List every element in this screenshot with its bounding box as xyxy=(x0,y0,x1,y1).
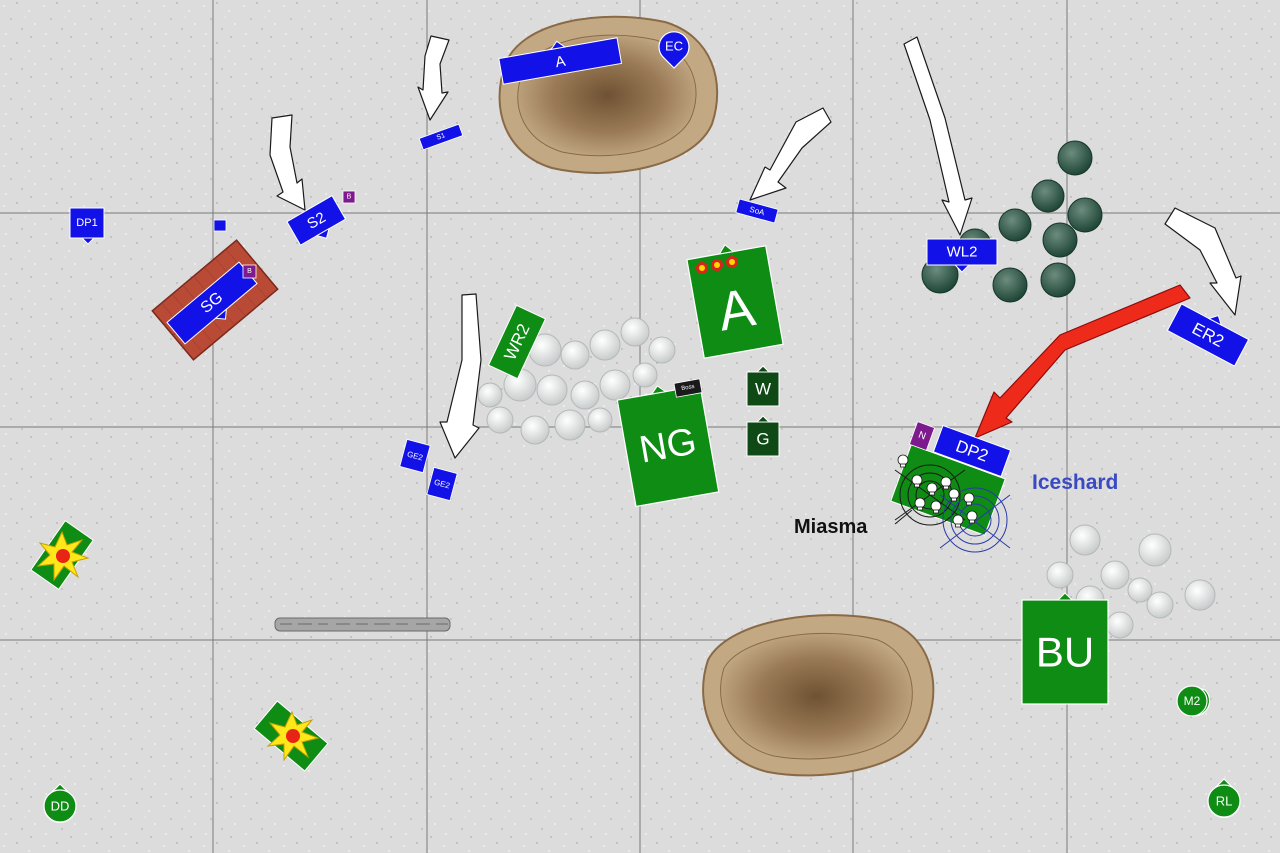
skull-icon xyxy=(914,497,926,511)
move-arrow-er2 xyxy=(1164,207,1242,316)
green-unit-a[interactable]: A xyxy=(686,238,784,359)
skull-icon xyxy=(911,474,923,488)
skull-markers xyxy=(897,454,978,528)
green-unit-dd-label: DD xyxy=(51,799,70,814)
move-arrow-soa xyxy=(749,107,832,201)
blue-unit-ec[interactable]: EC xyxy=(658,31,690,69)
stone-wall xyxy=(274,617,451,632)
blue-unit-dp1[interactable]: DP1 xyxy=(69,207,105,245)
blue-unit-soa-label: SoA xyxy=(749,205,767,218)
blue-unit-er2[interactable]: ER2 xyxy=(1166,298,1251,367)
purple-marker-sg-label: B xyxy=(247,268,252,275)
charge-arrow xyxy=(974,284,1191,439)
green-unit-dd[interactable]: DD xyxy=(43,783,77,824)
green-unit-ng-label: NG xyxy=(636,420,699,471)
purple-marker-sg[interactable]: B xyxy=(242,264,257,279)
purple-marker-s2-label: B xyxy=(347,194,352,201)
green-unit-m2-label: M2 xyxy=(1184,694,1201,708)
green-unit-wr2[interactable]: WR2 xyxy=(487,304,547,380)
skull-icon xyxy=(966,510,978,524)
star-icon xyxy=(711,259,723,271)
move-arrow-wl2 xyxy=(903,36,973,236)
blue-unit-ge2-a[interactable]: GE2 xyxy=(399,438,431,474)
blue-unit-wl2[interactable]: WL2 xyxy=(926,238,998,273)
star-icon xyxy=(726,256,738,268)
blue-unit-s2-label: S2 xyxy=(304,209,328,233)
skull-icon xyxy=(948,488,960,502)
green-unit-w[interactable]: W xyxy=(746,365,780,407)
blue-unit-ge2-b-label: GE2 xyxy=(433,478,451,491)
destroyed-unit-west[interactable] xyxy=(30,519,94,591)
green-unit-rl[interactable]: RL xyxy=(1207,778,1241,819)
skull-icon xyxy=(952,514,964,528)
destroyed-unit-south[interactable] xyxy=(253,700,329,772)
green-unit-g-label: G xyxy=(756,430,769,449)
blue-unit-ge2-b[interactable]: GE2 xyxy=(426,466,458,502)
star-icon xyxy=(696,262,708,274)
blue-unit-ec-label: EC xyxy=(665,39,683,54)
blue-unit-dp1-label: DP1 xyxy=(76,217,97,229)
blue-unit-wl2-label: WL2 xyxy=(947,244,978,261)
move-arrow-s2 xyxy=(269,114,306,211)
hill-south xyxy=(702,614,935,777)
green-unit-w-label: W xyxy=(755,380,771,399)
green-unit-bu[interactable]: BU xyxy=(1021,592,1109,705)
move-arrows xyxy=(269,35,1242,459)
blue-unit-s1[interactable]: S1 xyxy=(418,123,464,151)
skull-icon xyxy=(930,500,942,514)
forest-center xyxy=(477,317,676,445)
green-unit-bu-label: BU xyxy=(1036,629,1094,676)
purple-marker-dp2-label: N xyxy=(917,430,928,443)
green-unit-rl-label: RL xyxy=(1216,794,1233,809)
green-unit-boss[interactable]: Boss xyxy=(673,378,703,398)
blue-unit-soa[interactable]: SoA xyxy=(735,198,779,224)
annotation-miasma: Miasma xyxy=(794,516,868,538)
green-unit-m2[interactable]: M2 xyxy=(1176,685,1211,717)
green-unit-g[interactable]: G xyxy=(746,415,780,457)
blue-unit-s1-label: S1 xyxy=(436,132,447,142)
skull-icon xyxy=(897,454,909,468)
move-arrow-s1 xyxy=(417,35,450,121)
blue-unit-a[interactable]: A xyxy=(498,31,623,85)
wound-markers xyxy=(696,256,738,274)
blue-unit-a-label: A xyxy=(554,53,567,71)
purple-marker-s2[interactable]: B xyxy=(342,190,356,204)
miasma-pointer xyxy=(894,509,913,525)
blue-unit-s2[interactable]: S2 xyxy=(286,195,349,251)
skull-icon xyxy=(963,492,975,506)
move-arrow-ge2 xyxy=(439,293,482,459)
blue-unit-ge2-a-label: GE2 xyxy=(406,450,424,463)
annotation-iceshard: Iceshard xyxy=(1032,471,1118,494)
blue-marker-small[interactable] xyxy=(213,219,227,232)
skull-icon xyxy=(926,482,938,496)
green-unit-ng[interactable]: NG xyxy=(616,379,720,508)
skull-icon xyxy=(940,476,952,490)
green-unit-boss-label: Boss xyxy=(681,384,695,392)
blue-unit-dp2[interactable]: DP2 xyxy=(932,424,1012,478)
purple-marker-dp2[interactable]: N xyxy=(908,421,936,451)
